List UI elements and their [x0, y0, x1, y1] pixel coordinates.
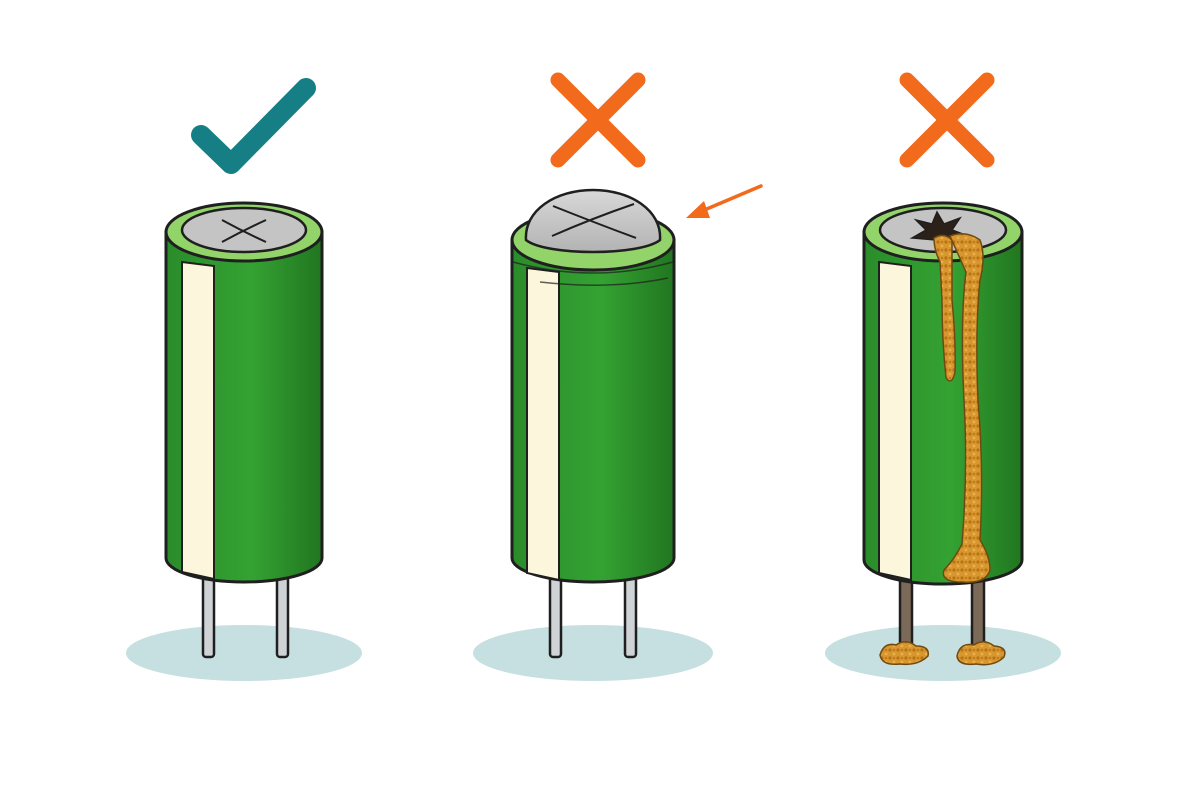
swollen-seam: [512, 261, 674, 286]
cross-icon: [899, 72, 995, 168]
capacitor-bulging: [473, 72, 763, 681]
floor-shadow: [473, 625, 713, 681]
capacitor-good: [126, 78, 362, 681]
check-icon: [191, 78, 316, 174]
leaking-electrolyte: [933, 233, 991, 583]
cross-icon: [550, 72, 646, 168]
vent-score-icon: [221, 219, 267, 243]
electrolyte-puddles: [879, 641, 1006, 666]
polarity-stripe: [526, 266, 560, 582]
capacitor-leaking: [825, 72, 1061, 681]
capacitor-leads: [548, 568, 638, 659]
floor-shadow: [825, 625, 1061, 681]
polarity-stripe: [878, 260, 912, 582]
vent-score-icon: [551, 203, 637, 239]
polarity-stripe: [181, 260, 215, 581]
corroded-leads: [898, 573, 986, 659]
floor-shadow: [126, 625, 362, 681]
arrow-icon: [686, 184, 763, 218]
